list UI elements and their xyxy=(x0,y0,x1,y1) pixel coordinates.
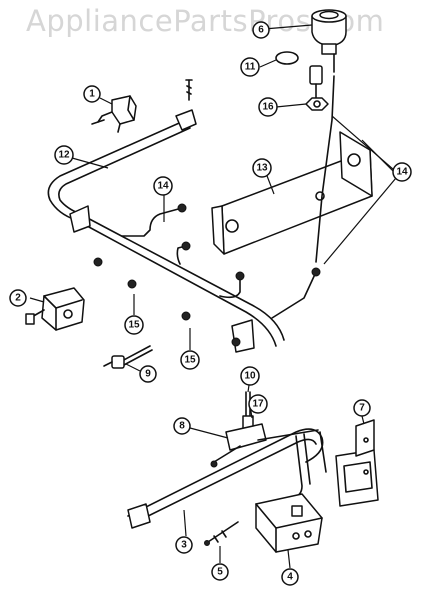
callout-1-label: 1 xyxy=(89,89,95,100)
callout-13: 13 xyxy=(252,158,272,178)
part-16-nut-fitting xyxy=(305,65,329,111)
part-13-bracket xyxy=(211,131,373,255)
callout-15-right: 15 xyxy=(180,350,200,370)
part-1-valve-bracket xyxy=(91,95,137,133)
part-8-pilot-bracket xyxy=(210,423,267,468)
callout-17-label: 17 xyxy=(252,399,264,410)
callout-11: 11 xyxy=(240,57,260,77)
part-4-safety-valve xyxy=(255,493,323,553)
callout-4: 4 xyxy=(281,568,299,586)
callout-3: 3 xyxy=(175,536,193,554)
callout-2-label: 2 xyxy=(15,293,21,304)
callout-5: 5 xyxy=(211,563,229,581)
callout-14-label: 14 xyxy=(396,167,408,178)
part-12-manifold-pipe xyxy=(47,109,285,353)
callout-11-label: 11 xyxy=(245,62,256,73)
callout-4-label: 4 xyxy=(287,572,293,583)
callout-12: 12 xyxy=(54,145,74,165)
callout-1: 1 xyxy=(83,85,101,103)
callout-5-label: 5 xyxy=(217,567,223,578)
callout-10: 10 xyxy=(240,366,260,386)
part-2-burner-valve xyxy=(25,287,85,331)
callout-14-right: 14 xyxy=(392,162,412,182)
callout-3-label: 3 xyxy=(181,540,187,551)
callout-7: 7 xyxy=(353,399,371,417)
callout-17: 17 xyxy=(248,394,268,414)
callout-15-left: 15 xyxy=(124,315,144,335)
manifold-screw xyxy=(185,79,193,101)
part-3-pilot-bar xyxy=(127,428,327,529)
callout-6-label: 6 xyxy=(258,25,264,36)
callout-9: 9 xyxy=(139,365,157,383)
callout-8: 8 xyxy=(173,417,191,435)
callout-13-label: 13 xyxy=(256,163,268,174)
part-7-bracket xyxy=(335,419,379,507)
callout-16-label: 16 xyxy=(262,102,274,113)
callout-15-label: 15 xyxy=(128,320,140,331)
callout-9-label: 9 xyxy=(145,369,151,380)
callout-12-label: 12 xyxy=(58,150,70,161)
part-9-igniter xyxy=(103,345,153,369)
callout-15-label-2: 15 xyxy=(184,355,196,366)
callout-16: 16 xyxy=(258,97,278,117)
callout-7-label: 7 xyxy=(359,403,365,414)
callout-2: 2 xyxy=(9,289,27,307)
leader-lines xyxy=(29,24,397,569)
callout-10-label: 10 xyxy=(244,371,256,382)
part-5-screw xyxy=(204,521,239,546)
callout-6: 6 xyxy=(252,21,270,39)
callout-8-label: 8 xyxy=(179,421,185,432)
callout-14-label-2: 14 xyxy=(157,181,169,192)
part-11-o-ring xyxy=(275,51,299,65)
part-6-pressure-regulator xyxy=(311,9,347,73)
part-14-orifice-tubes xyxy=(93,75,335,347)
callout-14-left: 14 xyxy=(153,176,173,196)
